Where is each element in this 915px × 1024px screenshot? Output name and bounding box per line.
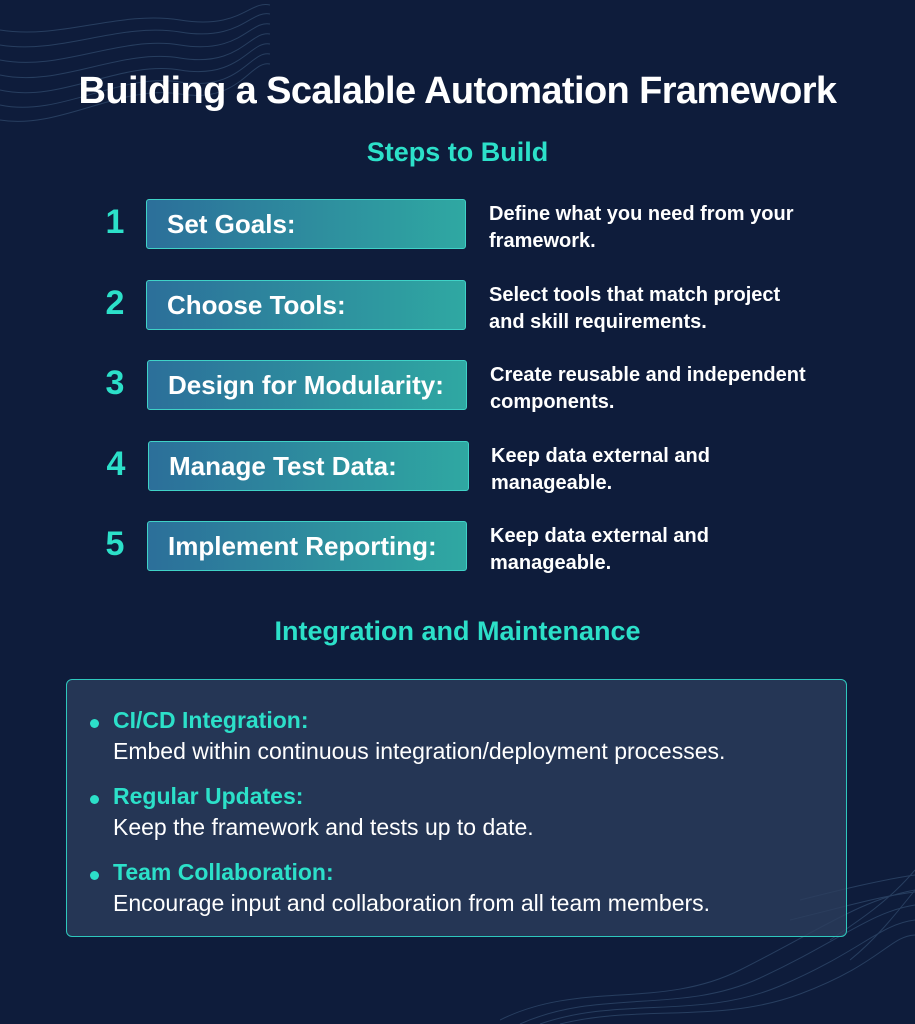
bullet-icon [90,795,99,804]
step-1: 1 Set Goals: Define what you need from y… [0,199,915,253]
bullet-icon [90,719,99,728]
step-label: Set Goals: [146,199,466,249]
item-text: Encourage input and collaboration from a… [113,890,711,916]
integration-heading: Integration and Maintenance [274,616,641,646]
step-4: 4 Manage Test Data: Keep data external a… [0,441,915,495]
step-number: 3 [105,364,125,402]
step-3: 3 Design for Modularity: Create reusable… [0,360,915,414]
step-number: 1 [105,203,125,241]
step-description: Create reusable and independent componen… [490,364,806,413]
step-label: Implement Reporting: [147,521,467,571]
item-title: Regular Updates: [113,783,304,809]
step-number: 5 [105,525,125,563]
step-label: Manage Test Data: [148,441,469,491]
step-description: Define what you need from your framework… [489,203,794,252]
step-2: 2 Choose Tools: Select tools that match … [0,280,915,334]
step-description: Keep data external and manageable. [490,525,709,574]
item-title: CI/CD Integration: [113,707,309,733]
step-number: 2 [105,284,125,322]
step-label: Design for Modularity: [147,360,467,410]
item-text: Keep the framework and tests up to date. [113,814,534,840]
step-5: 5 Implement Reporting: Keep data externa… [0,521,915,575]
step-description: Select tools that match project and skil… [489,284,781,333]
bullet-icon [90,871,99,880]
step-label: Choose Tools: [146,280,466,330]
step-description: Keep data external and manageable. [491,445,710,494]
item-text: Embed within continuous integration/depl… [113,738,726,764]
item-title: Team Collaboration: [113,859,334,885]
integration-panel: CI/CD Integration: Embed within continuo… [66,679,847,937]
step-number: 4 [106,445,126,483]
page-title: Building a Scalable Automation Framework [78,70,838,112]
steps-heading: Steps to Build [366,137,549,167]
